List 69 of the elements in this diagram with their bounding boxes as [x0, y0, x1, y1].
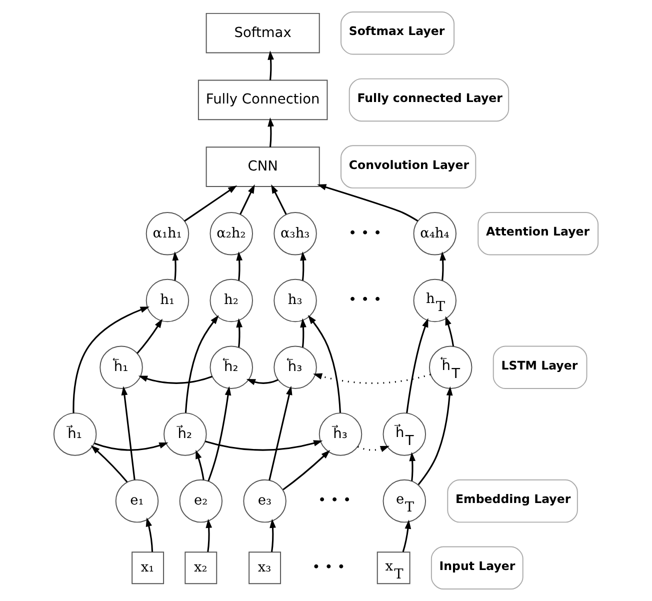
arrow — [90, 445, 128, 482]
arrow — [184, 315, 219, 413]
arrow — [136, 318, 163, 354]
arrow — [357, 446, 390, 452]
node-box: x₃ — [248, 552, 282, 584]
node-circle: α₂h₂ — [210, 212, 253, 256]
arrow — [94, 442, 168, 451]
arrow — [268, 118, 274, 148]
arrow — [268, 50, 274, 80]
node-box: Attention Layer — [478, 212, 599, 256]
arrow — [72, 306, 150, 414]
node-circle: h⃖₁ — [100, 346, 143, 389]
arrow — [196, 450, 204, 480]
arrow — [138, 376, 212, 384]
node-circle: h⃗₁ — [53, 412, 97, 456]
node-box: Fully Connection — [198, 80, 328, 120]
node-circle: h₁ — [146, 278, 190, 322]
arrow — [317, 184, 418, 222]
arrow — [270, 518, 276, 552]
node-box: Embedding Layer — [447, 479, 578, 523]
arrow — [240, 184, 255, 215]
arrow — [418, 386, 453, 486]
arrow — [204, 440, 323, 451]
node-box: Convolution Layer — [340, 145, 476, 188]
arrow — [308, 315, 342, 413]
node-box: x₁ — [132, 552, 164, 584]
node-box: CNN — [206, 146, 320, 187]
node-circle: α₃h₃ — [274, 212, 317, 256]
node-box: x₂ — [184, 552, 218, 584]
node-box: Fully connected Layer — [348, 78, 510, 122]
label: • • • — [312, 560, 346, 576]
arrow — [440, 251, 446, 280]
node-circle: e₂ — [179, 479, 223, 523]
arrow — [236, 318, 243, 348]
arrow — [146, 517, 154, 552]
node-circle: h₃ — [274, 278, 317, 322]
node-box: Input Layer — [430, 546, 524, 590]
node-circle: h⃗₃ — [318, 412, 362, 456]
arrow — [300, 318, 306, 348]
node-box: Softmax Layer — [340, 11, 455, 55]
arrow — [409, 452, 416, 482]
arrow — [172, 251, 179, 280]
arrow — [313, 373, 431, 384]
arrow — [271, 184, 287, 215]
arrow — [121, 386, 136, 480]
node-circle: h⃗₂ — [164, 412, 207, 456]
arrow — [282, 450, 330, 490]
label: • • • — [348, 292, 382, 308]
label: • • • — [348, 225, 382, 242]
arrow — [406, 318, 428, 414]
arrow — [208, 386, 232, 482]
node-circle: h₂ — [210, 278, 253, 322]
arrow — [268, 386, 292, 481]
node-box: Softmax — [206, 12, 320, 54]
label: • • • — [318, 492, 352, 509]
arrow — [445, 316, 454, 346]
arrow — [300, 251, 306, 280]
arrow — [402, 520, 412, 552]
arrow — [206, 518, 212, 552]
node-circle: h⃖₂ — [210, 346, 253, 389]
node-circle: e₁ — [115, 479, 159, 523]
node-circle: e₃ — [243, 479, 286, 523]
node-circle: α₄h₄ — [413, 212, 456, 256]
arrow — [236, 251, 243, 280]
arrow — [246, 379, 278, 386]
arrow — [184, 185, 238, 222]
node-circle: h⃖₃ — [274, 346, 317, 389]
node-box: LSTM Layer — [492, 346, 588, 389]
node-circle: α₁h₁ — [146, 212, 190, 256]
